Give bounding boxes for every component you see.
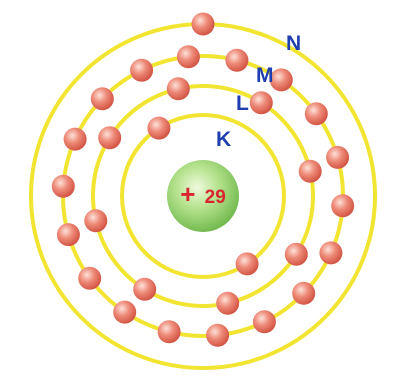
electron-m-15 [51, 174, 75, 198]
nucleus-charge: + 29 [180, 179, 226, 209]
electron-m-13 [78, 266, 102, 290]
electron-m-9 [252, 310, 276, 334]
nucleus-sphere [167, 160, 239, 232]
electron-m-14 [56, 223, 80, 247]
shell-labels: K L M N [216, 32, 301, 151]
electron-m-11 [157, 320, 181, 344]
shell-label-k: K [216, 128, 231, 151]
electron-l-6 [133, 277, 157, 301]
electron-k-2 [235, 252, 259, 276]
electron-k-1 [147, 116, 171, 140]
orbit-k [120, 113, 286, 279]
electron-m-1 [176, 45, 200, 69]
electron-m-5 [326, 145, 350, 169]
electron-l-7 [84, 209, 108, 233]
electron-l-4 [284, 242, 308, 266]
electron-l-3 [298, 159, 322, 183]
electron-m-16 [63, 127, 87, 151]
electron-m-3 [269, 68, 293, 92]
electron-m-18 [130, 58, 154, 82]
electron-m-4 [304, 102, 328, 126]
electrons [51, 12, 355, 347]
nucleus-proton-number: 29 [205, 187, 226, 208]
nucleus-plus-sign: + [180, 179, 195, 209]
electron-m-6 [331, 194, 355, 218]
electron-l-8 [98, 126, 122, 150]
electron-l-2 [249, 91, 273, 115]
orbit-l [91, 84, 315, 308]
electron-m-7 [319, 241, 343, 265]
electron-m-17 [90, 87, 114, 111]
electron-m-2 [225, 48, 249, 72]
electron-l-1 [166, 77, 190, 101]
electron-l-5 [216, 291, 240, 315]
shell-label-n: N [286, 32, 301, 55]
nucleus: + 29 [167, 160, 239, 232]
electron-n-1 [191, 12, 215, 36]
shell-label-m: M [256, 64, 274, 87]
electron-m-8 [292, 281, 316, 305]
electron-m-10 [206, 323, 230, 347]
shell-label-l: L [236, 92, 249, 115]
electron-m-12 [113, 300, 137, 324]
